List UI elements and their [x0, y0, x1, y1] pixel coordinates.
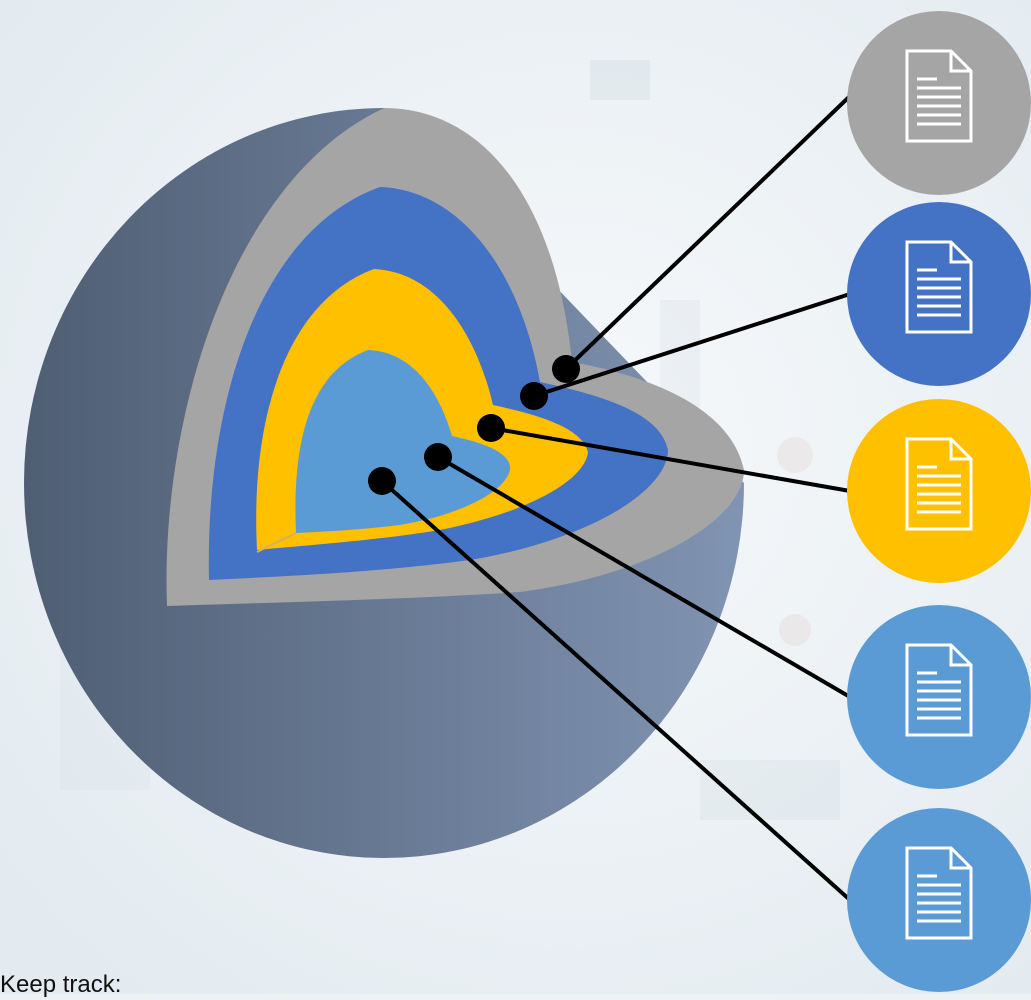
document-icon [905, 437, 973, 531]
connectors [380, 94, 852, 902]
layer-5-circle [847, 808, 1031, 992]
layer-4-circle [847, 605, 1031, 789]
connector-dots [368, 355, 580, 495]
connector-dot-5 [368, 467, 396, 495]
node-layer-1 [847, 11, 1031, 195]
layer-2-circle [847, 202, 1031, 386]
node-layer-2 [847, 202, 1031, 386]
node-layer-4 [847, 605, 1031, 789]
connector-line-2 [533, 292, 851, 398]
document-icon [905, 49, 973, 143]
caption: Keep track: [0, 971, 122, 998]
connector-line-3 [490, 426, 851, 493]
connector-dot-3 [477, 414, 505, 442]
connector-dot-4 [424, 443, 452, 471]
icon-nodes [847, 11, 1031, 992]
document-icon [905, 643, 973, 737]
section-edge [256, 532, 297, 553]
layer-3-circle [847, 399, 1031, 583]
node-layer-5 [847, 808, 1031, 992]
node-layer-3 [847, 399, 1031, 583]
document-icon [905, 846, 973, 940]
connector-line-1 [564, 94, 852, 371]
layer-1-circle [847, 11, 1031, 195]
connector-dot-1 [552, 355, 580, 383]
connector-line-4 [436, 455, 852, 699]
document-icon [905, 240, 973, 334]
connector-dot-2 [520, 382, 548, 410]
layer-4-core [295, 350, 511, 533]
connector-line-5 [380, 479, 852, 902]
